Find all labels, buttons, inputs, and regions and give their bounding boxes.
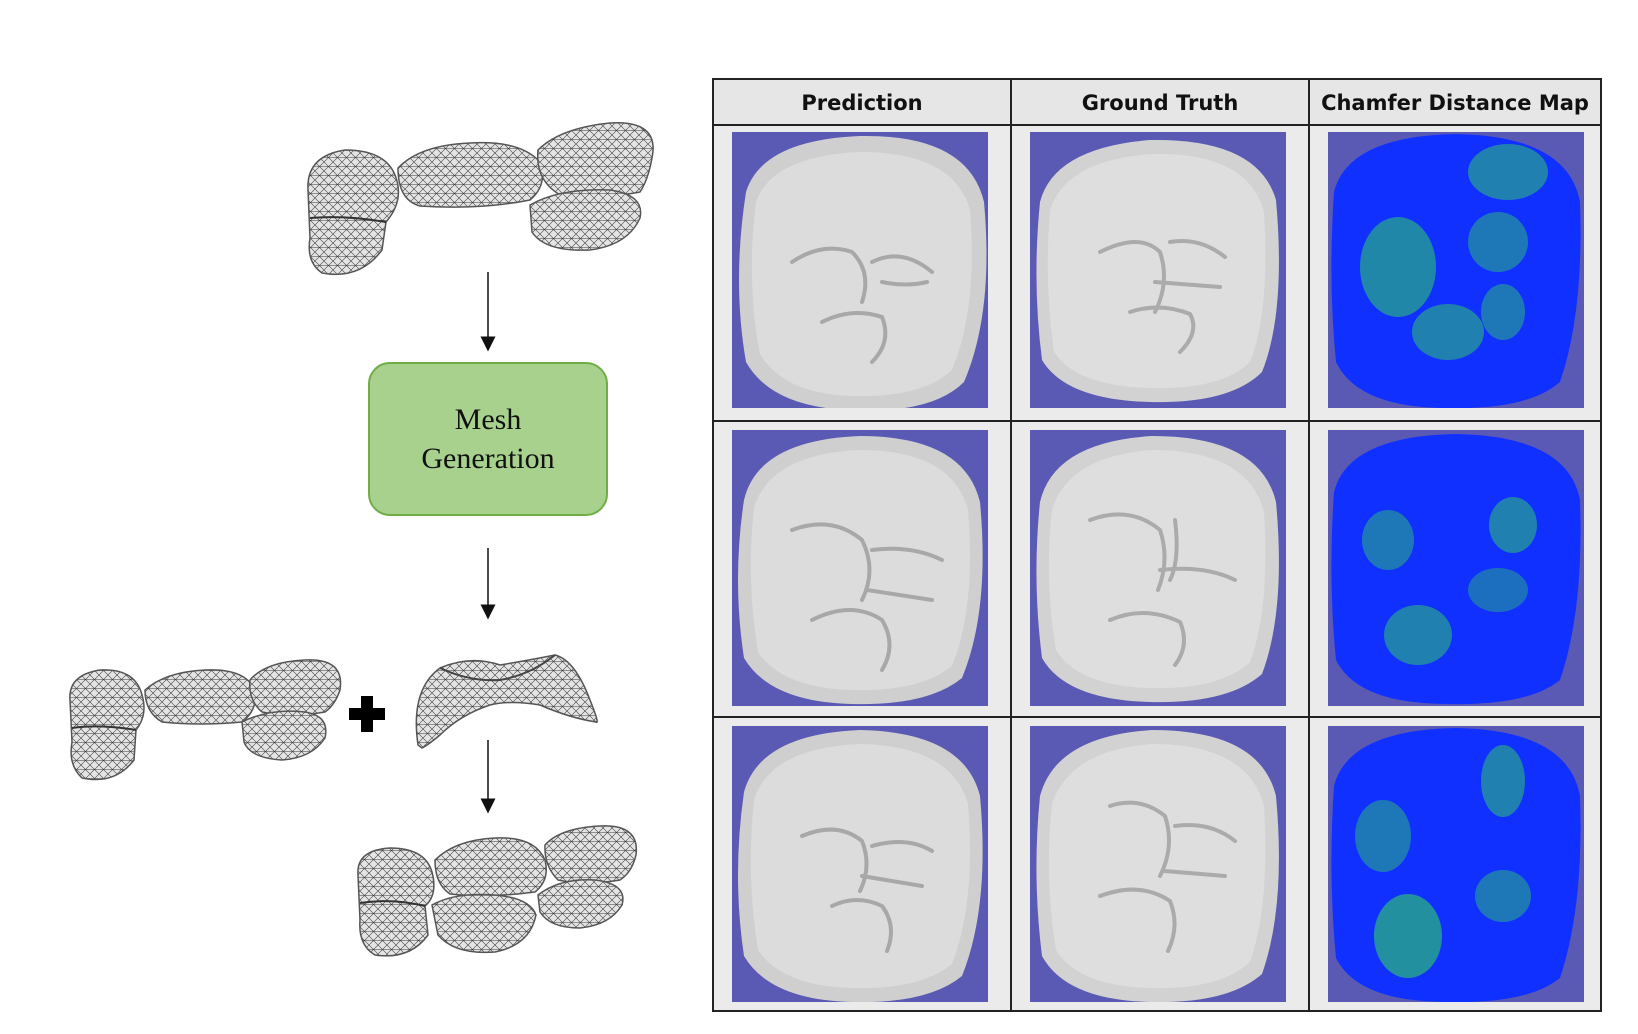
- row-divider: [714, 124, 1600, 126]
- column-divider: [1010, 80, 1012, 1010]
- plus-icon: [349, 696, 385, 732]
- pipeline-diagram: Mesh Generation: [0, 0, 700, 1034]
- prediction-render: [732, 132, 988, 408]
- input-teeth-mesh: [307, 122, 654, 276]
- ground-truth-render: [1030, 132, 1286, 408]
- chamfer-distance-render: [1328, 430, 1584, 706]
- chamfer-distance-render: [1328, 726, 1584, 1002]
- generated-crown-mesh: [415, 654, 598, 749]
- prediction-render: [732, 430, 988, 706]
- pipeline-graphics: [69, 122, 654, 957]
- ground-truth-render: [1030, 430, 1286, 706]
- output-teeth-mesh: [357, 825, 638, 957]
- prepared-teeth-mesh: [69, 659, 342, 781]
- header-ground-truth: Ground Truth: [1012, 80, 1308, 126]
- column-divider: [1308, 80, 1310, 1010]
- row-divider: [714, 420, 1600, 422]
- prediction-render: [732, 726, 988, 1002]
- chamfer-distance-render: [1328, 132, 1584, 408]
- header-prediction: Prediction: [714, 80, 1010, 126]
- mesh-generation-box: Mesh Generation: [368, 362, 608, 516]
- mesh-generation-label-line1: Mesh: [454, 403, 522, 436]
- mesh-generation-label-line2: Generation: [421, 442, 555, 475]
- header-chamfer-distance-map: Chamfer Distance Map: [1310, 80, 1600, 126]
- ground-truth-render: [1030, 726, 1286, 1002]
- results-table: Prediction Ground Truth Chamfer Distance…: [712, 78, 1602, 1012]
- row-divider: [714, 716, 1600, 718]
